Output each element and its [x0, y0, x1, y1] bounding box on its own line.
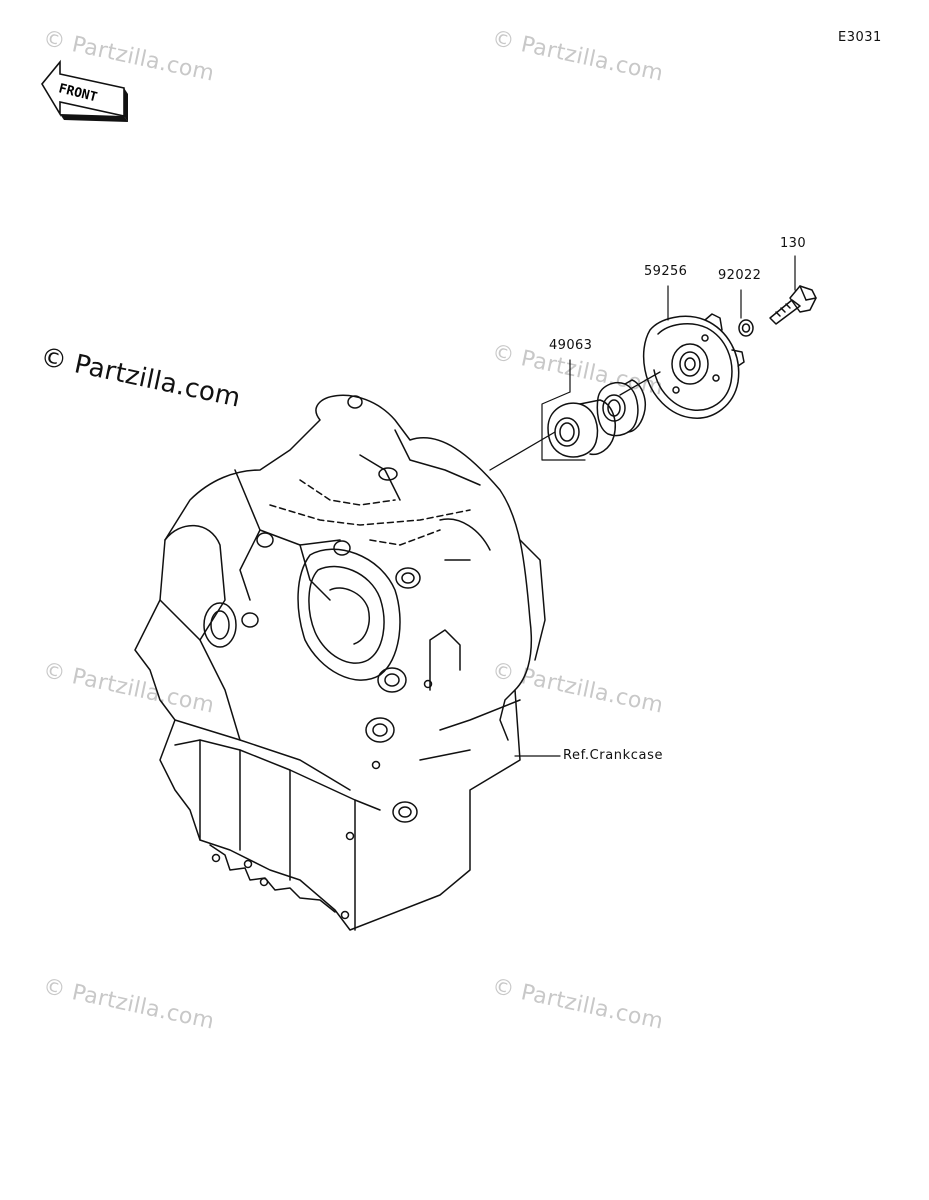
- part-number-59256[interactable]: 59256: [644, 264, 688, 279]
- bearing-ring: [596, 382, 639, 437]
- diagram-code: E3031: [838, 30, 882, 45]
- part-number-49063[interactable]: 49063: [549, 338, 593, 353]
- washer: [738, 319, 754, 337]
- part-number-130[interactable]: 130: [780, 236, 807, 251]
- oil-seal: [547, 402, 599, 458]
- cover-plate: [642, 315, 740, 419]
- crankcase-outline: [134, 394, 533, 931]
- bolt: [769, 285, 817, 325]
- part-number-92022[interactable]: 92022: [718, 268, 762, 283]
- ref-crankcase-label: Ref.Crankcase: [563, 748, 664, 763]
- front-arrow-icon: FRONT: [41, 59, 128, 122]
